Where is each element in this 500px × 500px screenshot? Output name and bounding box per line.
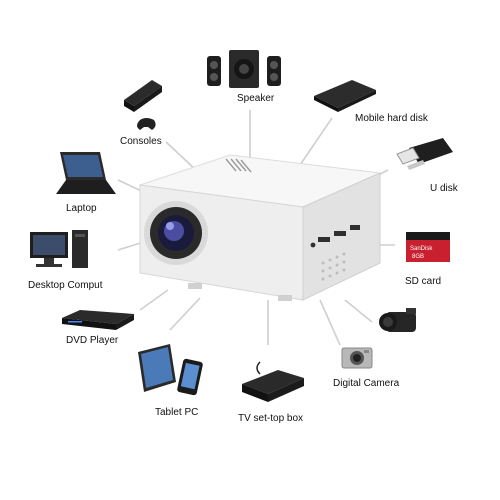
label-speaker: Speaker	[237, 93, 275, 104]
line-tablet	[169, 297, 201, 331]
label-laptop: Laptop	[66, 203, 97, 214]
sd-card-capacity: 8GB	[412, 254, 424, 260]
sd-card-brand: SanDisk	[410, 246, 433, 252]
camcorder-icon	[376, 306, 420, 340]
camera-icon	[340, 344, 374, 372]
label-dvd-player: DVD Player	[66, 335, 119, 346]
label-consoles: Consoles	[120, 136, 162, 147]
desktop-computer-icon	[28, 228, 92, 272]
usb-drive-icon	[395, 136, 457, 186]
game-console-icon	[122, 78, 164, 134]
line-hard-disk	[299, 117, 333, 166]
label-sd-card: SD card	[405, 276, 442, 287]
tablet-phone-icon	[132, 342, 208, 398]
label-u-disk: U disk	[430, 183, 458, 194]
line-camera-1	[344, 299, 373, 323]
line-camera-2	[319, 299, 341, 346]
sd-card-icon: SanDisk 8GB	[402, 230, 452, 264]
label-tv-set-top-box: TV set-top box	[238, 413, 304, 424]
line-dvd	[139, 289, 169, 311]
mini-projector	[118, 109, 388, 320]
label-digital-camera: Digital Camera	[333, 378, 400, 389]
speaker-icon	[205, 48, 283, 90]
label-mobile-hard-disk: Mobile hard disk	[355, 113, 428, 124]
label-desktop-computer: Desktop Comput	[28, 280, 103, 291]
set-top-box-icon	[238, 358, 308, 410]
label-tablet-pc: Tablet PC	[155, 407, 199, 418]
hard-disk-icon	[312, 78, 378, 114]
laptop-icon	[52, 150, 118, 198]
dvd-player-icon	[60, 308, 136, 334]
line-consoles	[165, 141, 197, 171]
